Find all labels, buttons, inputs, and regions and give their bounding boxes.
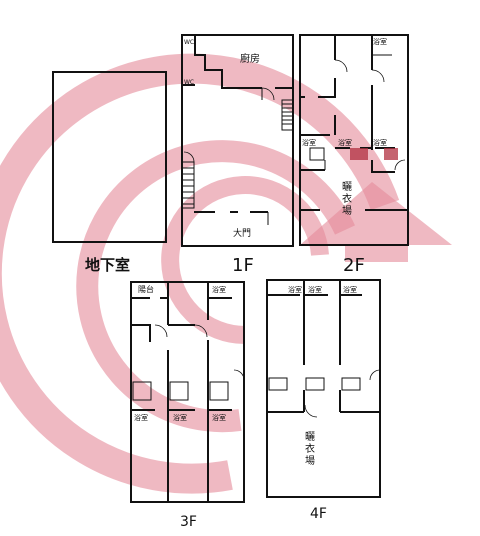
balcony-label: 陽台 — [138, 284, 154, 294]
floor-3-label: 3F — [180, 514, 197, 530]
floor-4-stairs — [268, 377, 361, 391]
kitchen-label: 廚房 — [240, 52, 260, 65]
floor-1-stair-right — [281, 99, 294, 131]
spiral-arrow-overlay — [0, 53, 400, 494]
floor-4-label: 4F — [310, 506, 327, 522]
floor-3-plan: 陽台 浴室 浴室 浴室 浴室 — [130, 281, 245, 503]
floor-1-plan: 廚房 WC WC 大門 — [181, 34, 294, 247]
basement-plan — [52, 71, 167, 243]
bathroom-label-1: 浴室 — [373, 37, 387, 46]
bathroom-label-10: 浴室 — [308, 285, 322, 294]
floor-2-label: 2F — [343, 255, 365, 276]
bathroom-label-4: 浴室 — [373, 138, 387, 147]
wc-label-top: WC — [184, 39, 194, 46]
floor-4-plan: 浴室 浴室 浴室 曬衣場 — [266, 279, 381, 498]
drying-yard-label: 曬衣場 — [342, 181, 352, 217]
floor-2-stairs — [350, 148, 398, 160]
bathroom-label-6: 浴室 — [134, 413, 148, 422]
wc-label-bottom: WC — [184, 79, 194, 86]
floor-2-stair-outline — [309, 147, 325, 161]
bathroom-label-7: 浴室 — [173, 413, 187, 422]
spiral-inner-ring — [76, 140, 355, 433]
bathroom-label-11: 浴室 — [343, 285, 357, 294]
drying-yard-label-4f: 曬衣場 — [305, 431, 315, 467]
bathroom-label-8: 浴室 — [212, 413, 226, 422]
basement-label: 地下室 — [85, 256, 130, 274]
spiral-outer-ring — [0, 53, 400, 494]
bathroom-label-9: 浴室 — [288, 285, 302, 294]
floor-1-label: 1F — [232, 255, 254, 276]
floor-1-stair-left — [181, 161, 195, 209]
bathroom-label-3: 浴室 — [338, 138, 352, 147]
bathroom-label-5: 浴室 — [212, 285, 226, 294]
spiral-core-ring — [161, 176, 329, 344]
bathroom-label-2: 浴室 — [302, 138, 316, 147]
main-door-label: 大門 — [233, 227, 251, 239]
floor-2-plan: 浴室 浴室 浴室 浴室 曬衣場 — [299, 34, 409, 246]
floor-3-stairs — [132, 381, 229, 401]
spiral-arrow-head — [300, 182, 452, 262]
